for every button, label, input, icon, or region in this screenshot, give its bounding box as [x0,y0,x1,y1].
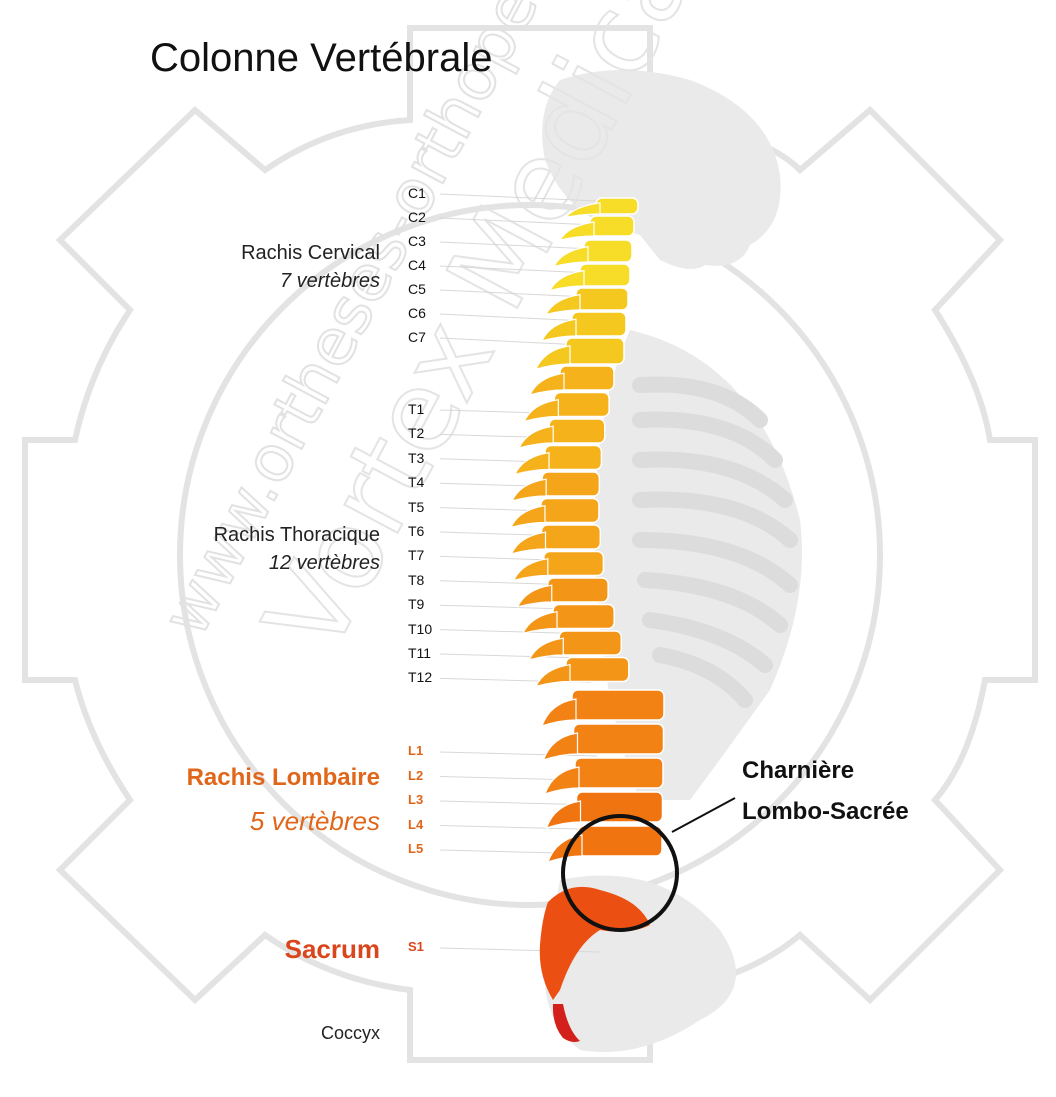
vertebra-l5 [547,825,663,863]
leader-line-l4 [439,825,599,830]
callout-line-1: Charnière [742,757,855,784]
leader-line-t10 [439,629,581,635]
vertebra-t3 [518,418,606,449]
thoracic-group-name: Rachis Thoracique [213,524,380,546]
vertebra-label-t5: T5 [408,498,425,515]
watermark-inner-circle [177,202,883,908]
vertebra-label-t12: T12 [408,669,433,686]
vertebra-label-t8: T8 [408,571,425,588]
vertebra-t4 [513,444,603,476]
vertebra-c5 [544,287,629,316]
vertebra-label-c4: C4 [408,257,426,273]
vertebra-t8 [512,550,605,582]
vertebra-label-t10: T10 [408,620,433,637]
rib-silhouette [632,491,798,548]
vertebra-label-c6: C6 [408,305,426,321]
vertebra-label-l5: L5 [408,841,424,856]
vertebra-label-c3: C3 [408,233,426,249]
coccyx-group-name: Coccyx [320,1023,380,1043]
vertebra-c3 [552,239,633,268]
watermark-logo [22,25,1038,1063]
lumbar-group-count: 5 vertèbres [249,806,380,836]
vertebra-t11 [528,630,623,661]
vertebra-label-t6: T6 [408,523,425,539]
leader-line-c1 [439,193,621,203]
vertebra-label-c5: C5 [408,281,426,297]
vertebra-l2 [542,723,665,761]
rib-silhouette [637,572,788,633]
leader-line-t9 [439,604,575,610]
vertebra-label-l4: L4 [408,816,424,832]
vertebra-label-l1: L1 [408,743,424,758]
rib-silhouette [632,532,798,593]
vertebra-label-l3: L3 [408,792,424,807]
vertebra-label-s1: S1 [408,939,424,954]
vertebra-label-t2: T2 [408,425,425,442]
leader-line-t11 [439,653,586,659]
watermark-gear-outline [22,25,1038,1063]
sacrum-shape [539,886,650,1000]
rib-silhouette [642,612,773,673]
vertebra-l4 [545,791,664,829]
vertebra-label-t11: T11 [408,645,432,661]
cervical-group-name: Rachis Cervical [241,242,380,264]
vertebra-t1 [528,365,615,396]
vertebra-l3 [544,757,664,795]
coccyx-shape [552,1004,580,1042]
vertebra-l1 [541,689,665,727]
vertebra-c2 [558,215,635,241]
vertebra-t10 [521,603,615,635]
vertebra-c6 [540,311,627,342]
sacrum-group-name: Sacrum [284,934,380,964]
vertebra-label-t9: T9 [408,596,425,613]
vertebra-label-t4: T4 [408,474,425,491]
leader-line-l1 [439,751,598,757]
vertebra-c4 [548,263,631,292]
vertebra-label-l2: L2 [408,767,424,783]
rib-silhouette [632,451,793,508]
vertebra-c7 [534,337,625,371]
vertebra-label-c1: C1 [408,185,426,201]
rib-silhouette [632,411,783,468]
leader-lines [439,193,621,953]
vertebra-label-t7: T7 [408,547,425,564]
rib-silhouette [652,647,753,708]
vertebra-label-c7: C7 [408,329,426,345]
spine-illustration [509,197,665,863]
vertebra-t2 [523,391,610,423]
rib-silhouettes [632,376,798,708]
vertebra-t5 [511,471,601,502]
callout-pointer-line [671,797,736,833]
lumbar-group-name: Rachis Lombaire [186,764,380,791]
vertebra-label-c2: C2 [408,209,426,225]
vertebra-t9 [516,577,609,608]
lumbosacral-highlight-circle [561,814,679,932]
diagram-title: Colonne Vertébrale [150,36,493,80]
vertebra-label-t3: T3 [408,449,425,466]
vertebra-t7 [510,524,602,555]
vertebra-label-t1: T1 [408,401,425,417]
vertebra-c1 [564,197,639,219]
vertebra-t6 [509,497,600,529]
thoracic-group-count: 12 vertèbres [268,552,380,574]
callout-line-2: Lombo-Sacrée [742,798,909,825]
rib-silhouette [632,376,768,428]
cervical-group-count: 7 vertèbres [279,270,380,292]
vertebra-t12 [534,656,630,688]
